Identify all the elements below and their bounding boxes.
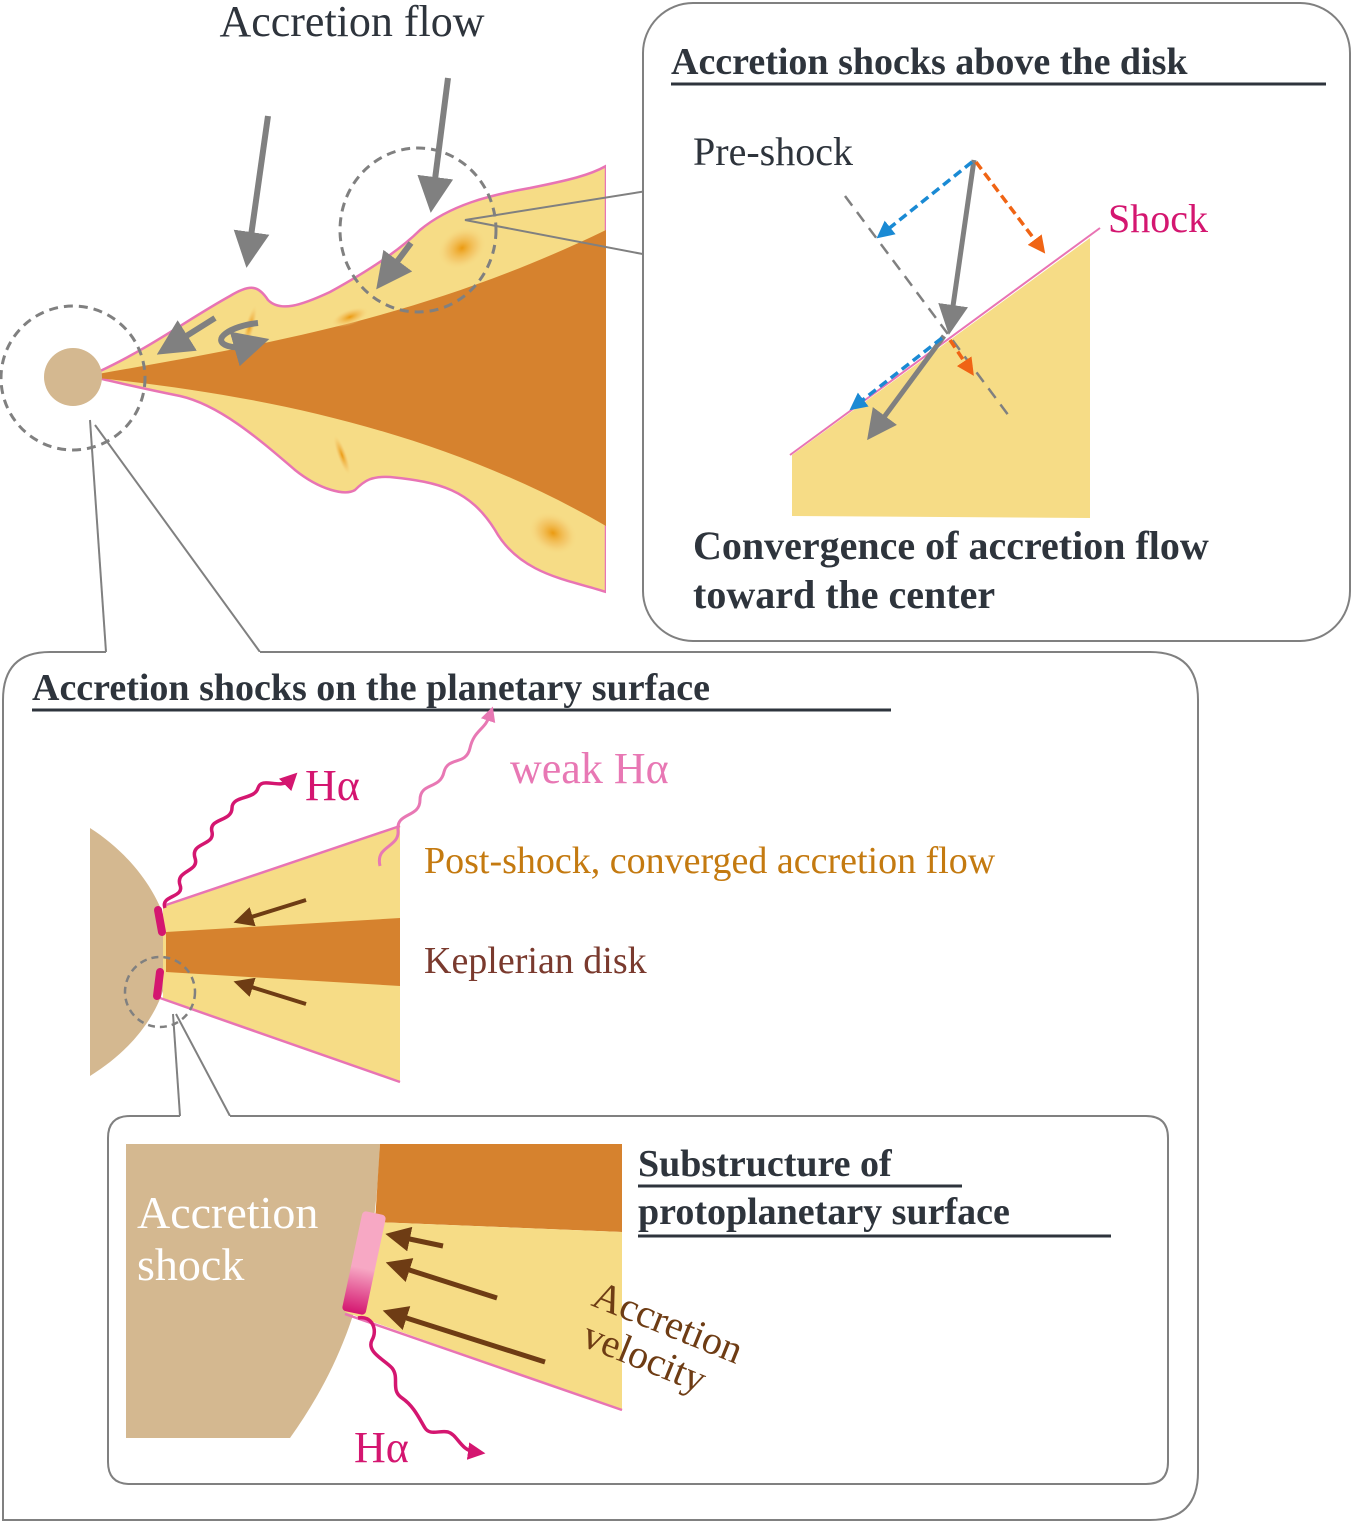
flow-outline-bottom [159, 996, 401, 1084]
keplerian-disk-wedge [98, 230, 606, 526]
normal-component-arrow [974, 160, 1046, 254]
panel-substructure: Accretion shock Accretion velocity Hα Su… [107, 1115, 1169, 1485]
accretion-arrow [233, 977, 307, 1006]
halpha-wave-closeup [357, 1315, 486, 1460]
post-shock-velocity-arrow [867, 334, 947, 441]
clump [333, 434, 351, 476]
circulation-arrow [218, 320, 270, 367]
panel-title: Accretion shocks above the disk [671, 41, 1188, 83]
flow-arrow [156, 315, 217, 355]
planet-surface-closeup [126, 1144, 380, 1438]
tangential-component-arrow [876, 160, 974, 239]
clump [437, 226, 487, 270]
halpha-wave [162, 772, 298, 909]
infall-arrow [417, 77, 454, 213]
flow-outline-closeup [344, 1312, 623, 1412]
shock-front [789, 227, 1101, 456]
zoom-circle-planet [0, 304, 147, 452]
flow-outline-top [162, 824, 401, 908]
accretion-arrow [233, 898, 307, 927]
keplerian-disk-closeup [375, 1144, 622, 1232]
callout-line [94, 424, 261, 653]
callout-line [175, 1013, 231, 1117]
accretion-flow-label: Accretion flow [219, 0, 484, 46]
zoom-circle-shock-spot [123, 955, 197, 1029]
keplerian-disk-band [166, 918, 400, 986]
keplerian-label: Keplerian disk [424, 940, 647, 982]
post-shock-region [792, 238, 1090, 518]
caption-line1: Convergence of accretion flow [693, 523, 1209, 568]
post-tangential-arrow [849, 336, 944, 411]
clump [528, 511, 578, 555]
velocity-arrow-short [385, 1226, 444, 1252]
post-shock-label: Post-shock, converged accretion flow [424, 840, 996, 882]
velocity-arrow-long [382, 1306, 546, 1365]
shock-normal-line [843, 195, 1014, 421]
weak-halpha-wave [377, 706, 496, 867]
caption-line2: toward the center [693, 572, 995, 617]
halpha-label: Hα [305, 761, 360, 810]
callout-line [89, 419, 107, 653]
sub-panel-title-1: Substructure of [638, 1143, 893, 1185]
disk-overview: Accretion flow [0, 0, 654, 653]
panel-shocks-on-surface: Accretion shocks on the planetary surfac… [2, 651, 1199, 1521]
planet [44, 348, 102, 406]
callout-line [464, 189, 654, 257]
clump [331, 306, 369, 328]
accretion-shock-label-1: Accretion [137, 1187, 318, 1238]
zoom-circle-shock [338, 146, 498, 314]
shock-spot-upper [154, 906, 166, 936]
shock-spot-lower [153, 968, 164, 1000]
callout-line [172, 1013, 181, 1117]
panel-shocks-above-disk: Accretion shocks above the disk Pre-shoc… [642, 2, 1351, 642]
panel-title: Accretion shocks on the planetary surfac… [32, 667, 710, 709]
accretion-shock-layer [342, 1211, 386, 1315]
accretion-shock-label-2: shock [137, 1239, 244, 1290]
velocity-arrow-medium [385, 1258, 498, 1301]
sub-panel-title-2: protoplanetary surface [638, 1191, 1010, 1233]
infall-arrow [233, 115, 271, 268]
planet-surface [90, 828, 170, 1076]
weak-halpha-label: weak Hα [510, 744, 669, 793]
flow-arrow [376, 241, 414, 290]
shock-label: Shock [1108, 196, 1208, 241]
post-normal-arrow [948, 339, 974, 376]
pre-shock-velocity-arrow [938, 159, 977, 335]
halpha-label-closeup: Hα [354, 1423, 409, 1472]
pre-shock-label: Pre-shock [693, 129, 853, 174]
